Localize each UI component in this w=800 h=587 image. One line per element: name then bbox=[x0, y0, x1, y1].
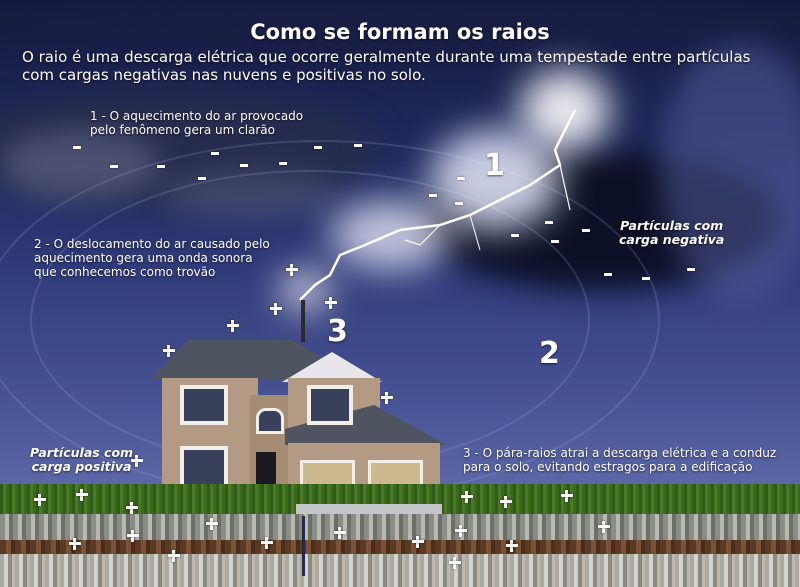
ground-rod-cable bbox=[302, 516, 305, 576]
minus-icon bbox=[455, 202, 463, 205]
minus-icon bbox=[551, 240, 559, 243]
caption-line: pelo fenômeno gera um clarão bbox=[90, 123, 276, 137]
minus-icon bbox=[545, 221, 553, 224]
minus-icon bbox=[110, 165, 118, 168]
plus-icon bbox=[506, 540, 518, 552]
plus-icon bbox=[325, 297, 337, 309]
plus-icon bbox=[206, 518, 218, 530]
minus-icon bbox=[354, 144, 362, 147]
minus-icon bbox=[604, 273, 612, 276]
plus-icon bbox=[76, 489, 88, 501]
lightning-glow bbox=[520, 70, 610, 150]
plus-icon bbox=[500, 496, 512, 508]
plus-icon bbox=[412, 536, 424, 548]
minus-icon bbox=[687, 268, 695, 271]
minus-icon bbox=[642, 277, 650, 280]
plus-icon bbox=[270, 303, 282, 315]
caption-line: aquecimento gera uma onda sonora bbox=[34, 251, 253, 265]
minus-icon bbox=[157, 165, 165, 168]
plus-icon bbox=[449, 557, 461, 569]
positive-particles-label: Partículas com carga positiva bbox=[30, 445, 134, 474]
caption-line: 1 - O aquecimento do ar provocado bbox=[90, 109, 304, 123]
minus-icon bbox=[198, 177, 206, 180]
minus-icon bbox=[582, 229, 590, 232]
window bbox=[307, 385, 353, 425]
caption-line: 3 - O pára-raios atrai a descarga elétri… bbox=[463, 446, 777, 460]
caption-line: para o solo, evitando estragos para a ed… bbox=[463, 460, 753, 474]
plus-icon bbox=[69, 538, 81, 550]
window bbox=[180, 385, 228, 425]
plus-icon bbox=[381, 392, 393, 404]
plus-icon bbox=[286, 264, 298, 276]
intro-text: O raio é uma descarga elétrica que ocorr… bbox=[22, 48, 751, 84]
step-3-caption: 3 - O pára-raios atrai a descarga elétri… bbox=[463, 446, 776, 474]
minus-icon bbox=[240, 164, 248, 167]
lightning-rod bbox=[301, 300, 305, 342]
plus-icon bbox=[227, 320, 239, 332]
step-2-caption: 2 - O deslocamento do ar causado pelo aq… bbox=[34, 237, 270, 279]
minus-icon bbox=[429, 194, 437, 197]
gravel-layer bbox=[0, 514, 800, 540]
plus-icon bbox=[127, 530, 139, 542]
plus-icon bbox=[131, 455, 143, 467]
plus-icon bbox=[126, 502, 138, 514]
storm-cloud bbox=[0, 0, 800, 40]
plus-icon bbox=[334, 527, 346, 539]
step-2-number: 2 bbox=[539, 336, 560, 371]
caption-line: 2 - O deslocamento do ar causado pelo bbox=[34, 237, 270, 251]
minus-icon bbox=[457, 177, 465, 180]
rock-layer bbox=[0, 554, 800, 587]
plus-icon bbox=[561, 490, 573, 502]
plus-icon bbox=[34, 494, 46, 506]
minus-icon bbox=[211, 152, 219, 155]
plus-icon bbox=[598, 521, 610, 533]
plus-icon bbox=[455, 525, 467, 537]
lightning-glow bbox=[280, 270, 330, 310]
minus-icon bbox=[279, 162, 287, 165]
storm-cloud bbox=[660, 40, 800, 300]
soil-layer bbox=[0, 540, 800, 554]
step-1-number: 1 bbox=[484, 148, 505, 183]
negative-particles-label: Partículas com carga negativa bbox=[619, 218, 725, 247]
minus-icon bbox=[314, 146, 322, 149]
plus-icon bbox=[461, 491, 473, 503]
page-title: Como se formam os raios bbox=[250, 20, 550, 44]
minus-icon bbox=[511, 234, 519, 237]
plus-icon bbox=[163, 345, 175, 357]
step-3-number: 3 bbox=[327, 314, 348, 349]
plus-icon bbox=[168, 550, 180, 562]
window bbox=[256, 408, 284, 434]
minus-icon bbox=[73, 146, 81, 149]
driveway bbox=[296, 504, 442, 516]
step-1-caption: 1 - O aquecimento do ar provocado pelo f… bbox=[90, 109, 303, 137]
caption-line: que conhecemos como trovão bbox=[34, 265, 216, 279]
plus-icon bbox=[261, 537, 273, 549]
